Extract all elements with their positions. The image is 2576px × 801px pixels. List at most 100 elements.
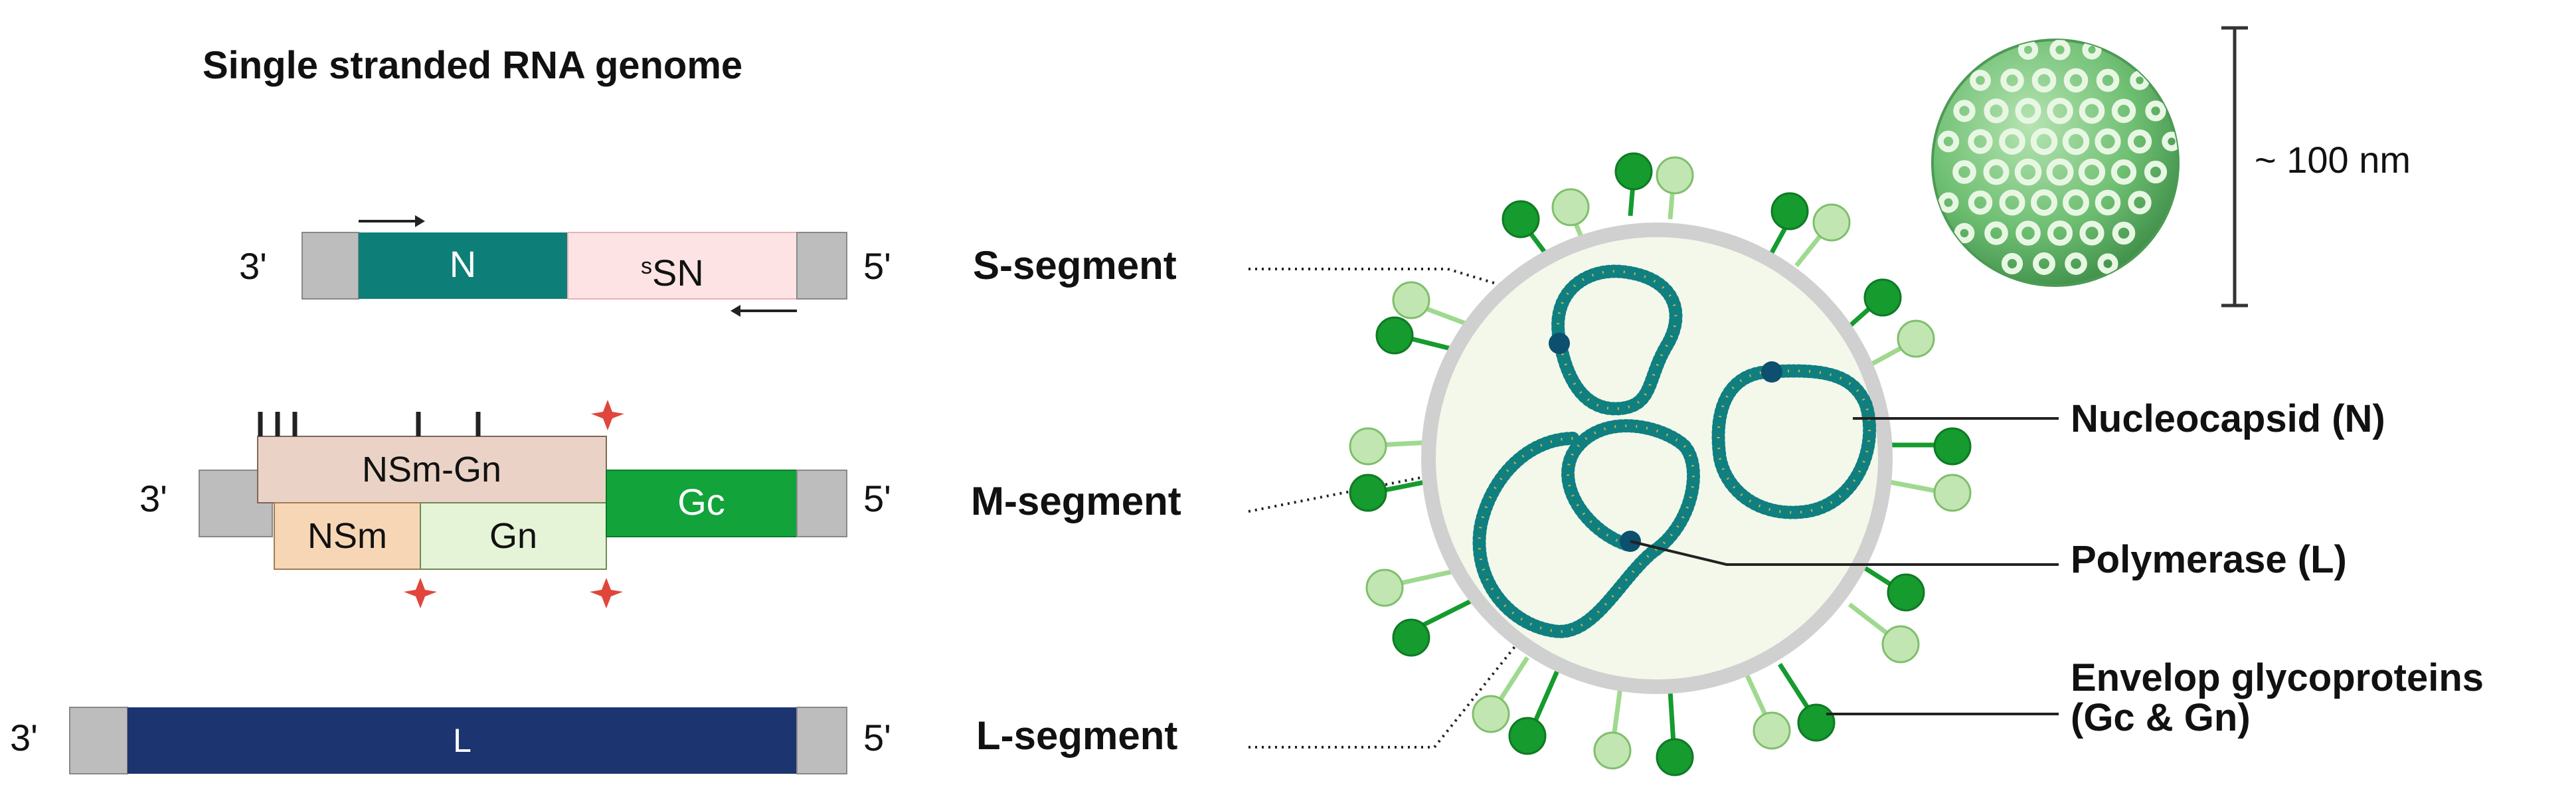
sphere-capsomer (1968, 190, 1993, 215)
sphere-capsomer (2095, 128, 2121, 155)
cleavage-site-star-icons (404, 400, 624, 608)
m-segment-gc-label: Gc (677, 481, 725, 523)
l-segment-right-utr (796, 707, 847, 774)
l-segment-name: L-segment (976, 713, 1177, 758)
sphere-capsomer (2062, 128, 2090, 155)
scale-label: ~ 100 nm (2255, 139, 2411, 181)
sphere-capsomer (2047, 98, 2073, 124)
sphere-capsomer (2162, 132, 2178, 151)
l-segment-l-gene-label: L (453, 722, 472, 759)
callout-lines (1630, 417, 2059, 715)
sphere-capsomer (2127, 129, 2152, 154)
segment-leader-lines (1248, 268, 1741, 749)
m-segment-gc-gene (606, 470, 798, 537)
s-segment-nss-gene-label: sSN (641, 252, 704, 294)
sphere-capsomer (1999, 189, 2025, 216)
sphere-capsomer (2110, 159, 2137, 185)
s-segment-n-gene (359, 232, 568, 299)
virion-surface-sphere (1931, 39, 2180, 287)
sphere-capsomer (2047, 220, 2073, 246)
sphere-capsomer (1984, 221, 2008, 245)
sphere-capsomer (2015, 98, 2041, 124)
m-segment-5prime-end: 5' (863, 478, 891, 519)
virion-interior (1436, 237, 1878, 679)
sphere-capsomer (1970, 70, 1991, 91)
sphere-capsomer (1999, 128, 2025, 155)
m-segment-right-utr (796, 470, 847, 537)
m-segment-gn-label: Gn (489, 516, 537, 556)
polymerase-dot-s (1549, 333, 1570, 354)
sphere-capsomer (2111, 98, 2136, 124)
glycoproteins-label-line2: (Gc & Gn) (2071, 696, 2251, 739)
glycoprotein-spike-heads (1349, 152, 1972, 776)
sphere-capsomer (1968, 129, 1993, 154)
l-segment-rnp (1472, 419, 1700, 638)
sphere-capsomer (1984, 98, 2009, 124)
sphere-capsomer (2130, 70, 2150, 90)
m-segment-nsm-label: NSm (307, 516, 387, 556)
sphere-capsomer (2016, 221, 2041, 246)
m-segment-nsm-gn-label: NSm-Gn (362, 450, 501, 490)
sense-arrow-icon (359, 215, 425, 227)
sphere-capsomer (2145, 100, 2166, 122)
sphere-capsomer (1983, 159, 2010, 185)
m-segment-3prime-end: 3' (139, 478, 167, 519)
virion-particle (1349, 152, 1972, 776)
sphere-capsomer (2078, 158, 2106, 186)
sphere-capsomer (2096, 68, 2120, 92)
sphere-capsomer (2030, 128, 2058, 155)
ambisense-arrow-icon (730, 305, 797, 317)
s-segment-5prime-end: 5' (863, 245, 891, 287)
s-segment-3prime-end: 3' (239, 245, 267, 287)
sphere-capsomer (2128, 191, 2152, 215)
s-segment-nss-gene (567, 232, 798, 300)
s-segment-rnp (1551, 264, 1683, 416)
sphere-capsomer (1954, 222, 1975, 244)
sphere-capsomer (2014, 158, 2042, 186)
sphere-capsomer (2049, 40, 2071, 60)
sphere-capsomer (2032, 252, 2056, 276)
scale-bar (2221, 26, 2248, 308)
s-segment-n-gene-label: N (450, 243, 476, 285)
sphere-capsomer (2030, 189, 2058, 217)
s-segment-left-utr (301, 232, 359, 300)
s-segment-nss-super: s (641, 254, 652, 279)
sphere-capsomer (2000, 68, 2024, 92)
sphere-capsomer (2031, 68, 2057, 93)
sphere-capsomer (2063, 189, 2089, 216)
l-segment-3prime-end: 3' (10, 717, 38, 758)
m-segment-nsm-gene (274, 502, 421, 570)
polymerase-label: Polymerase (L) (2071, 538, 2347, 581)
sphere-capsomer (2079, 98, 2105, 124)
sphere-capsomer (2063, 68, 2089, 93)
m-segment-diagram: 3' NSm-Gn NSm Gn Gc 5' (139, 400, 891, 608)
s-segment-diagram: 3' N sSN 5' (239, 215, 891, 317)
l-segment-5prime-end: 5' (863, 717, 891, 758)
sphere-capsomer (2144, 160, 2168, 184)
s-segment-right-utr (796, 232, 847, 300)
l-segment-diagram: 3' L 5' (10, 707, 891, 774)
m-segment-name: M-segment (971, 479, 1181, 523)
ribonucleoprotein-bead-outline (1478, 270, 1871, 633)
glycosylation-tick-marks (258, 412, 481, 436)
sphere-capsomer (2046, 158, 2074, 186)
sphere-capsomer (2112, 221, 2136, 245)
sphere-capsomer (2001, 252, 2023, 275)
glycoproteins-label-line1: Envelop glycoproteins (2071, 656, 2484, 699)
sphere-capsomer (1953, 100, 1976, 122)
sphere-capsomer (2065, 252, 2087, 275)
s-segment-nss-main: SN (652, 252, 704, 294)
sphere-capsomer (2079, 221, 2104, 246)
sphere-capsomer (2095, 189, 2121, 216)
l-segment-l-gene (128, 707, 797, 774)
sphere-capsomer (1952, 160, 1976, 184)
sphere-capsomer (1938, 192, 1959, 213)
s-segment-name: S-segment (973, 243, 1177, 288)
sphere-capsomer (2097, 253, 2118, 274)
nucleocapsid-label: Nucleocapsid (N) (2071, 397, 2385, 440)
sphere-capsomer (1937, 130, 1960, 153)
genome-title: Single stranded RNA genome (203, 44, 742, 87)
polymerase-dot-m (1761, 361, 1782, 383)
l-segment-left-utr (69, 707, 128, 774)
